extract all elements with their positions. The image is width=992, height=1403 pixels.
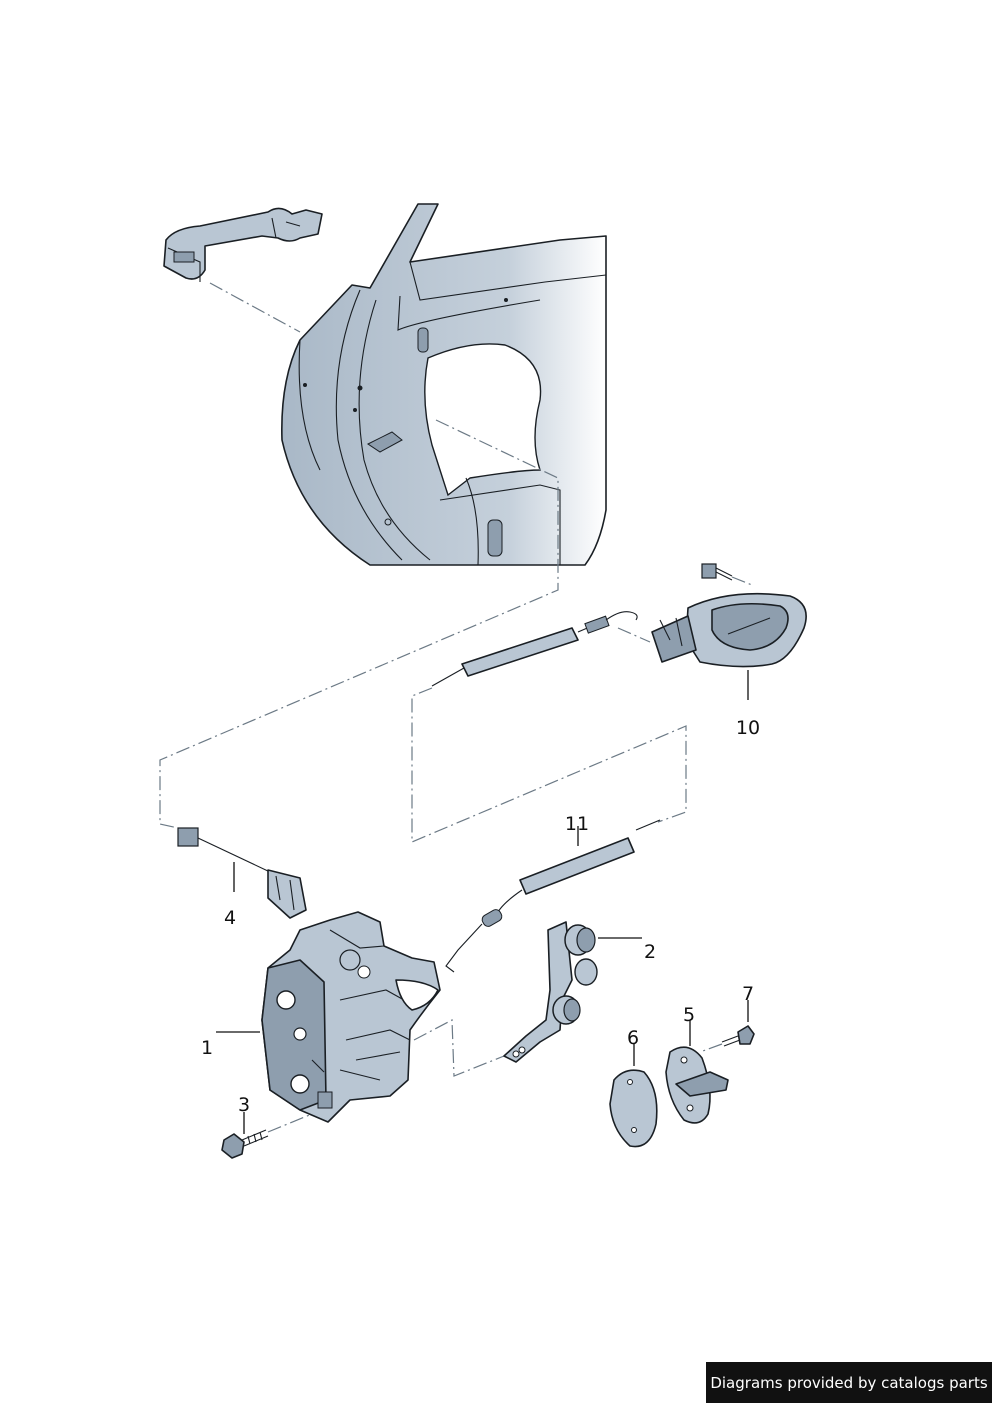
- callout-3: 3: [238, 1094, 250, 1116]
- door-striker: [665, 1046, 729, 1124]
- striker-screw: [721, 1025, 755, 1047]
- inner-door-handle: [651, 592, 807, 668]
- door-stop-bracket: [503, 921, 598, 1063]
- bolt-screw-top: [701, 563, 733, 581]
- callout-10: 10: [736, 717, 760, 739]
- outer-release-cable: [445, 819, 661, 973]
- inner-release-cable: [431, 611, 651, 687]
- door-frame: [281, 203, 607, 566]
- callout-5: 5: [683, 1004, 695, 1026]
- lock-mounting-bolt: [221, 1129, 269, 1159]
- catalog-credit-label: Diagrams provided by catalogs parts: [706, 1362, 992, 1403]
- outer-door-handle: [163, 207, 323, 282]
- striker-cover-plate: [609, 1069, 658, 1148]
- callout-1: 1: [201, 1037, 213, 1059]
- door-lock-actuator: [261, 911, 441, 1123]
- wiring-harness-connector: [177, 827, 307, 919]
- callout-4: 4: [224, 907, 236, 929]
- callout-7: 7: [742, 983, 754, 1005]
- callout-11: 11: [565, 813, 589, 835]
- callout-6: 6: [627, 1027, 639, 1049]
- callout-2: 2: [644, 941, 656, 963]
